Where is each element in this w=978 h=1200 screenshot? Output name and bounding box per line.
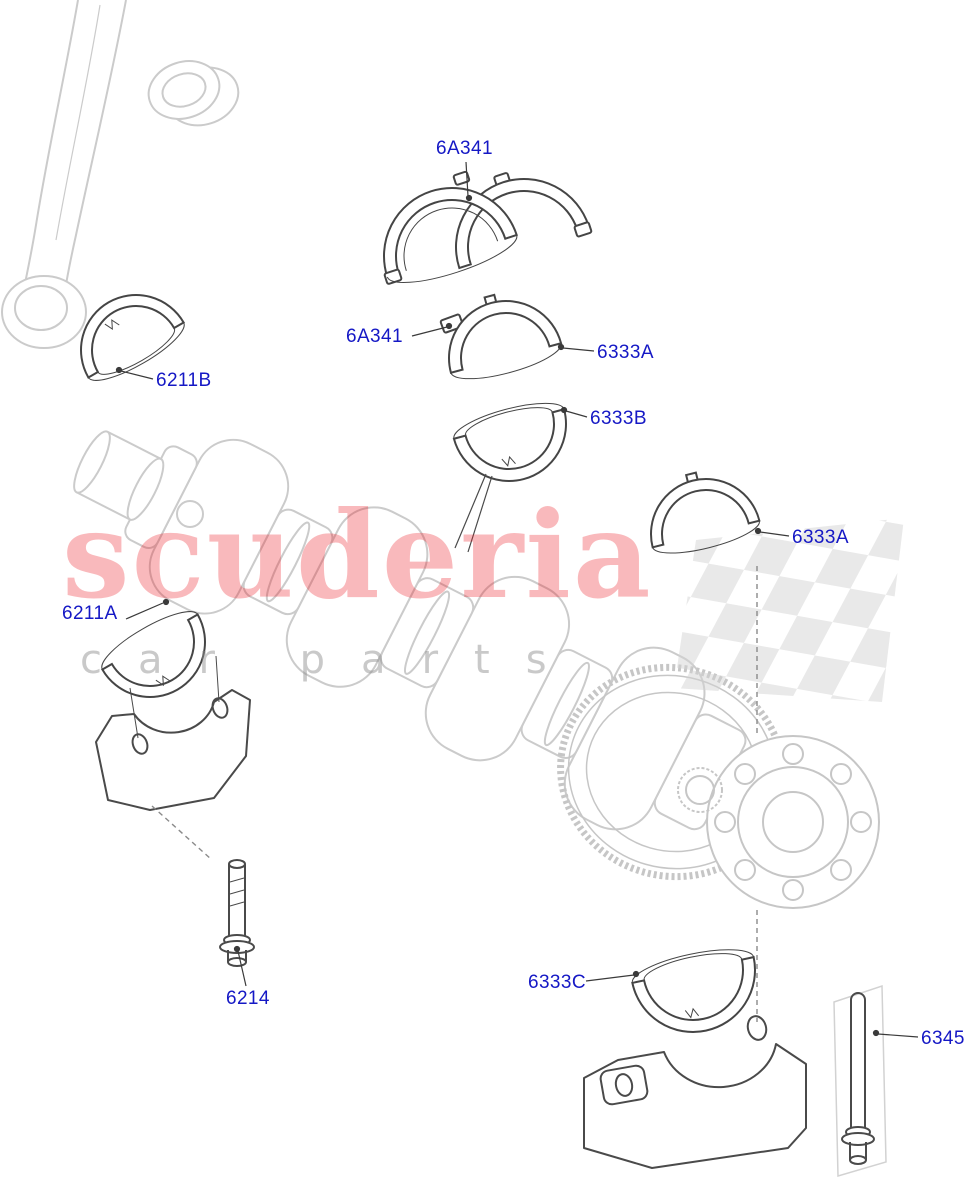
part-label-6333C[interactable]: 6333C (528, 972, 586, 993)
bolt-6214 (219, 859, 255, 967)
part-label-6333A-center[interactable]: 6333A (597, 342, 654, 363)
bearing-shell-6211A (101, 611, 206, 698)
journal-pointer-lines (454, 473, 493, 553)
label-leader-lines (115, 161, 919, 1038)
thrust-washer-6A341-front (383, 170, 518, 285)
bearing-shell-6211B (80, 294, 185, 381)
bearing-shell-6333B (452, 402, 567, 482)
connecting-rod-ghost (1, 0, 240, 349)
bolt-plane-ghost (833, 984, 887, 1177)
assembly-dashed-lines (151, 566, 758, 1022)
main-bearing-cap (583, 1015, 807, 1169)
part-label-6345[interactable]: 6345 (921, 1028, 965, 1049)
part-label-6A341-lower[interactable]: 6A341 (346, 326, 403, 347)
part-label-6333A-right[interactable]: 6333A (792, 527, 849, 548)
bearing-shell-6333C (631, 949, 756, 1033)
rod-cap (95, 655, 251, 811)
crank-flange-ghost (677, 735, 880, 909)
part-label-6214[interactable]: 6214 (226, 988, 270, 1009)
part-label-6211A[interactable]: 6211A (62, 603, 118, 624)
part-label-6333B[interactable]: 6333B (590, 408, 647, 429)
bolt-6345 (841, 992, 875, 1165)
bearing-shell-6333A-upper (448, 293, 563, 380)
bearing-shell-6333A-right (650, 471, 761, 554)
part-label-6A341-upper[interactable]: 6A341 (436, 138, 493, 159)
part-label-6211B[interactable]: 6211B (156, 370, 212, 391)
thrust-washer-6A341-rear (455, 172, 593, 270)
checkered-flag-watermark (674, 518, 904, 702)
